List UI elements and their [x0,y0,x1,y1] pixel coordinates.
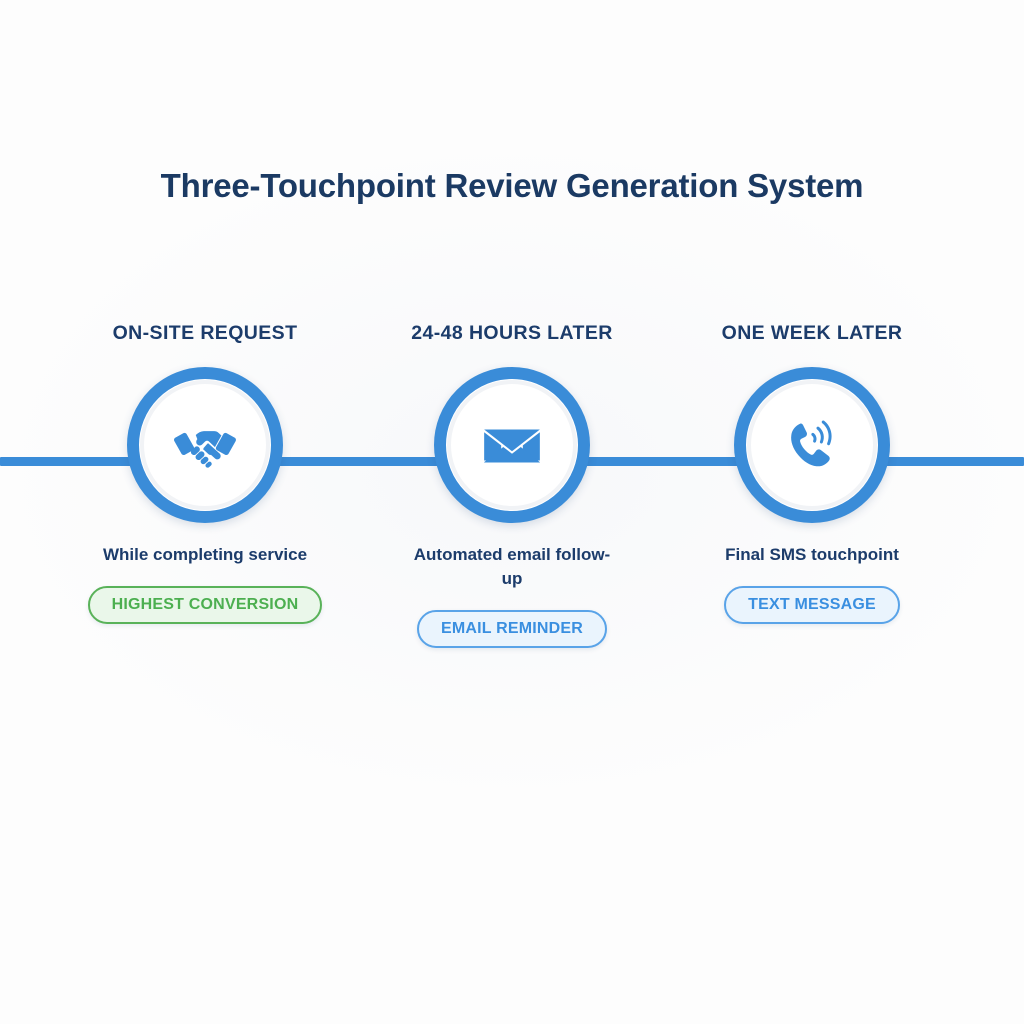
step-badge[interactable]: HIGHEST CONVERSION [87,586,323,625]
handshake-icon [168,408,242,482]
step-label: 24-48 HOURS LATER [411,322,613,344]
page-title: Three-Touchpoint Review Generation Syste… [160,167,864,204]
timeline-steps: ON-SITE REQUEST [0,322,1024,682]
step-icon-circle-wrap [734,367,890,523]
step-label: ONE WEEK LATER [721,322,903,344]
timeline-step-24-48-hours-later: 24-48 HOURS LATER [362,322,662,649]
step-label: ON-SITE REQUEST [112,322,298,344]
phone-ringing-icon [777,410,847,480]
envelope-icon [479,412,545,478]
step-badge[interactable]: TEXT MESSAGE [724,586,900,625]
step-icon-circle-wrap [434,367,590,523]
step-icon-circle[interactable] [734,367,890,523]
step-icon-circle-wrap [127,367,283,523]
timeline-step-one-week-later: ONE WEEK LATER F [662,322,962,625]
step-description: While completing service [102,545,308,564]
step-description: Final SMS touchpoint [725,545,899,564]
step-description: Automated email follow-up [413,545,611,589]
step-icon-circle[interactable] [127,367,283,523]
step-badge[interactable]: EMAIL REMINDER [416,610,608,649]
timeline-step-on-site-request: ON-SITE REQUEST [55,322,355,625]
step-icon-circle[interactable] [434,367,590,523]
